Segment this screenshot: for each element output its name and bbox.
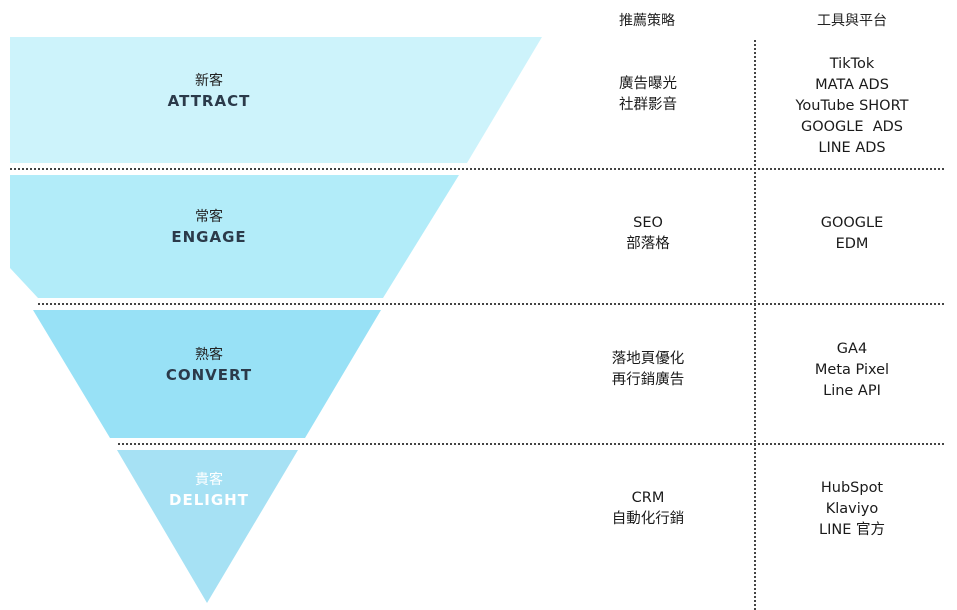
strategy-item: 社群影音 [619,97,677,113]
funnel-stage-1-shape [10,37,542,163]
stage-zh: 熟客 [195,347,223,363]
tool-item: GA4 [836,341,868,357]
tool-item: TikTok [829,56,875,72]
strategy-cell-attract: 廣告曝光 社群影音 [558,74,738,116]
stage-en: CONVERT [165,366,253,384]
tool-item: Line API [823,383,881,399]
header-strategy: 推薦策略 [619,13,675,29]
tool-item: EDM [835,236,869,252]
stage-label-engage: 常客 ENGAGE [99,207,319,247]
strategy-cell-convert: 落地頁優化 再行銷廣告 [558,349,738,391]
tool-item: HubSpot [820,480,884,496]
stage-en: ENGAGE [171,228,247,246]
tool-item: LINE ADS [818,140,886,156]
row-divider-1 [10,168,944,170]
tools-cell-convert: GA4 Meta Pixel Line API [752,339,952,402]
strategy-cell-delight: CRM 自動化行銷 [558,488,738,530]
tool-item: Klaviyo [825,501,879,517]
stage-en: DELIGHT [169,491,249,509]
strategy-item: 自動化行銷 [611,511,685,527]
tools-cell-delight: HubSpot Klaviyo LINE 官方 [752,478,952,541]
funnel-stage-3-shape [33,310,381,438]
row-divider-2 [38,303,944,305]
tools-cell-attract: TikTok MATA ADS YouTube SHORT GOOGLE ADS… [752,54,952,159]
tool-item: MATA ADS [815,77,889,93]
row-divider-3 [118,443,944,445]
strategy-item: SEO [633,215,663,231]
strategy-cell-engage: SEO 部落格 [558,213,738,255]
stage-label-attract: 新客 ATTRACT [99,71,319,111]
tool-item: GOOGLE ADS [800,119,904,135]
column-divider [754,40,756,610]
tool-item: Meta Pixel [814,362,890,378]
funnel-stage-4-shape [117,450,298,603]
tool-item: LINE 官方 [819,522,885,538]
header-tools: 工具與平台 [817,13,887,29]
stage-en: ATTRACT [167,92,251,110]
stage-label-convert: 熟客 CONVERT [99,345,319,385]
stage-label-delight: 貴客 DELIGHT [99,470,319,510]
tool-item: YouTube SHORT [795,98,909,114]
tool-item: GOOGLE [820,215,884,231]
stage-zh: 新客 [195,73,223,89]
funnel-stage-2-shape [10,175,459,298]
stage-zh: 常客 [195,209,223,225]
strategy-item: CRM [631,490,665,506]
strategy-item: 再行銷廣告 [611,372,685,388]
strategy-item: 部落格 [626,236,670,252]
strategy-item: 落地頁優化 [611,351,685,367]
tools-cell-engage: GOOGLE EDM [752,213,952,255]
stage-zh: 貴客 [195,472,223,488]
strategy-item: 廣告曝光 [619,76,677,92]
